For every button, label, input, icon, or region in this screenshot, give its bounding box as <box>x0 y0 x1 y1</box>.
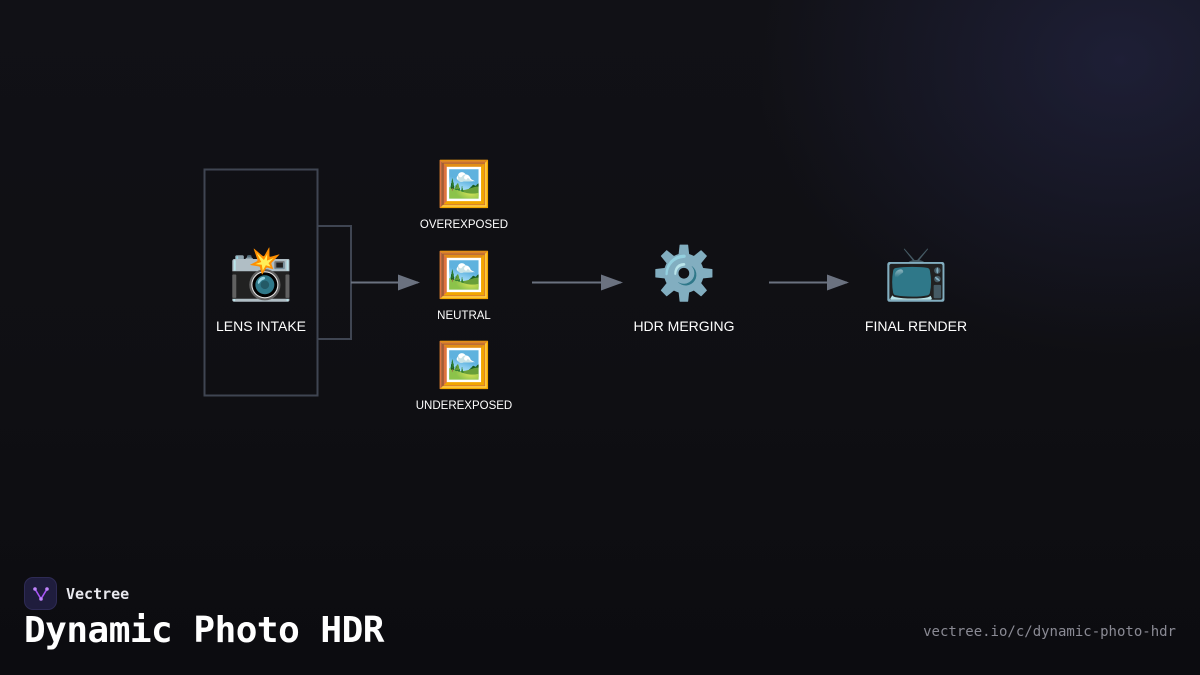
node-overexposed: 🖼️ OVEREXPOSED <box>404 160 524 232</box>
page-title: Dynamic Photo HDR <box>24 610 384 651</box>
node-neutral: 🖼️ NEUTRAL <box>404 251 524 323</box>
node-label: LENS INTAKE <box>216 318 306 334</box>
node-underexposed: 🖼️ UNDEREXPOSED <box>404 341 524 413</box>
node-label: NEUTRAL <box>437 310 491 322</box>
node-label: HDR MERGING <box>633 318 735 334</box>
node-label: OVEREXPOSED <box>419 219 509 231</box>
node-final-render: 📺 FINAL RENDER <box>846 248 986 334</box>
framed-picture-icon: 🖼️ <box>436 160 492 209</box>
lens-intake-bracket <box>318 225 352 340</box>
gear-icon: ⚙️ <box>651 245 717 303</box>
lens-intake-group-box <box>203 168 319 397</box>
camera-flash-icon: 📸 <box>228 245 294 303</box>
brand[interactable]: Vectree <box>24 577 129 610</box>
brand-name: Vectree <box>66 584 130 603</box>
television-icon: 📺 <box>883 245 949 303</box>
page-url[interactable]: vectree.io/c/dynamic-photo-hdr <box>923 624 1176 640</box>
node-label: UNDEREXPOSED <box>415 400 513 412</box>
node-lens-intake: 📸 LENS INTAKE <box>201 248 321 334</box>
framed-picture-icon: 🖼️ <box>436 341 492 390</box>
vectree-logo-icon <box>24 577 57 610</box>
framed-picture-icon: 🖼️ <box>436 251 492 300</box>
node-label: FINAL RENDER <box>864 318 968 334</box>
node-hdr-merging: ⚙️ HDR MERGING <box>614 248 754 334</box>
